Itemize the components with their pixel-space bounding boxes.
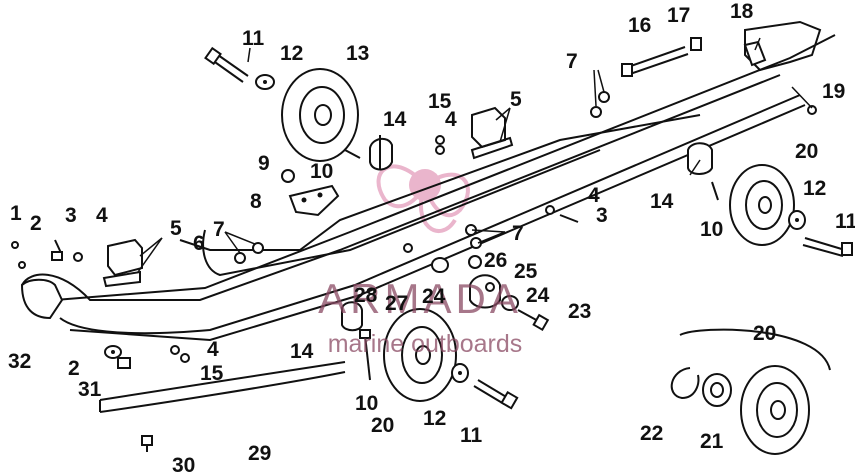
callout-5: 5: [510, 88, 522, 111]
bolt-3-left: [51, 239, 63, 261]
callout-14: 14: [383, 108, 407, 131]
bolt-23: [517, 309, 550, 332]
callout-22: 22: [640, 422, 663, 445]
callout-25: 25: [514, 260, 538, 283]
callout-labels: 11 12 13 15 4 5 14 9 10 8 16 17 18 7 19 …: [8, 0, 855, 473]
callout-31: 31: [78, 378, 102, 401]
callout-18: 18: [730, 0, 754, 23]
bearing-part: [702, 373, 732, 407]
callout-7: 7: [213, 218, 225, 241]
callout-6: 6: [193, 232, 205, 255]
callout-15: 15: [428, 90, 452, 113]
bolt-10-bottom: [359, 329, 371, 381]
slide-rail-assembly: [21, 20, 836, 342]
callout-8: 8: [250, 190, 262, 213]
callout-9: 9: [258, 152, 270, 175]
bolt-10-top: [344, 149, 361, 159]
bolt-11-bottom: [473, 379, 519, 410]
idler-wheel-20-bottom: [383, 308, 457, 402]
washer-2-bottom: [104, 345, 122, 359]
callout-12: 12: [280, 42, 303, 65]
callout-23: 23: [568, 300, 591, 323]
circlip-part: [670, 367, 700, 400]
callout-12: 12: [423, 407, 446, 430]
callout-28: 28: [354, 284, 378, 307]
callout-7: 7: [566, 50, 578, 73]
washer-24: [431, 257, 519, 311]
callout-3: 3: [65, 204, 77, 227]
bolt-10-right: [711, 181, 719, 201]
leader-lines: [137, 37, 813, 273]
callout-24: 24: [526, 284, 550, 307]
callout-17: 17: [667, 4, 690, 27]
callout-32: 32: [8, 350, 31, 373]
callout-12: 12: [803, 177, 826, 200]
callout-19: 19: [822, 80, 845, 103]
callout-10: 10: [700, 218, 723, 241]
slide-runner-part: [99, 361, 346, 413]
bolt-3-right: [559, 214, 579, 223]
callout-4: 4: [96, 204, 108, 227]
screw-30: [141, 435, 153, 452]
callout-4: 4: [588, 184, 600, 207]
callout-20: 20: [795, 140, 818, 163]
bolt-16: [621, 46, 689, 77]
idler-wheel-13: [281, 68, 359, 162]
bolt-11-right: [802, 237, 853, 257]
bolt-11-top: [204, 46, 249, 83]
callout-20: 20: [753, 322, 776, 345]
watermark-tagline: marine outboards: [328, 330, 523, 358]
callout-16: 16: [628, 14, 651, 37]
callout-11: 11: [835, 210, 855, 233]
callout-7: 7: [512, 222, 524, 245]
callout-15: 15: [200, 362, 224, 385]
callout-10: 10: [310, 160, 333, 183]
slider-block-5-left: [102, 238, 143, 288]
shock-bracket-14-bottom: [341, 301, 363, 332]
slider-block-5-top: [470, 106, 514, 160]
bracket-8: [288, 184, 340, 217]
callout-14: 14: [650, 190, 674, 213]
screw-31: [117, 357, 131, 369]
callout-14: 14: [290, 340, 314, 363]
callout-30: 30: [172, 454, 195, 473]
callout-11: 11: [242, 27, 265, 50]
shock-bracket-14-top: [369, 135, 393, 171]
callout-10: 10: [355, 392, 378, 415]
callout-13: 13: [346, 42, 369, 65]
idler-wheel-20-detail: [679, 328, 831, 455]
callout-1: 1: [10, 202, 22, 225]
callout-4: 4: [207, 338, 219, 361]
spacer-17: [690, 37, 702, 51]
callout-27: 27: [385, 292, 408, 315]
callout-2: 2: [30, 212, 42, 235]
front-bumper-part: [20, 278, 64, 320]
idler-wheel-20-right: [729, 164, 795, 246]
callout-24: 24: [422, 285, 446, 308]
shock-bracket-14-right: [687, 142, 713, 175]
watermark-brand: ARMADA: [318, 275, 522, 322]
callout-21: 21: [700, 430, 724, 453]
bracket-18: [743, 40, 767, 67]
callout-11: 11: [460, 424, 483, 447]
washer-12-right: [788, 210, 806, 230]
callout-2: 2: [68, 357, 80, 380]
callout-5: 5: [170, 217, 182, 240]
nut-hardware: [11, 91, 817, 363]
callout-4: 4: [445, 108, 457, 131]
washer-12-bottom: [451, 363, 469, 383]
callout-20: 20: [371, 414, 394, 437]
callout-26: 26: [484, 249, 507, 272]
washer-12-top: [255, 74, 275, 90]
callout-3: 3: [596, 204, 608, 227]
callout-29: 29: [248, 442, 271, 465]
